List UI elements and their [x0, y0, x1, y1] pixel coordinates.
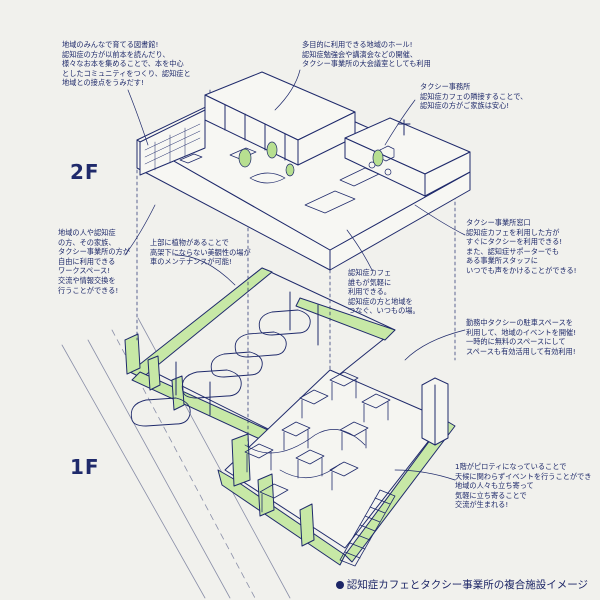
plants [238, 141, 384, 177]
note-library: 地域のみんなで育てる図書館! 認知症の方が以前本を読んだり、 様々なお本を集める… [62, 40, 191, 88]
parked-cars [130, 309, 311, 427]
floor-label-1f: 1F [70, 455, 100, 479]
ground-floor [124, 267, 456, 567]
note-workspace: 地域の人や認知症 の方、その家族、 タクシー事業所の方が 自由に利用できる ワー… [58, 228, 130, 295]
bullet-icon [335, 580, 344, 589]
figure-caption: 認知症カフェとタクシー事業所の複合施設イメージ [335, 577, 588, 592]
note-piloti: 1階がピロティになっていることで 天候に関わらずイベントを行うことができ 地域の… [455, 462, 592, 510]
note-roof: 上部に植物があることで 高架下にならない美観性の場が 車のメンテナンスが可能! [150, 238, 251, 267]
note-cafe: 認知症カフェ 誰もが気軽に 利用できる。 認知症の方と地域を つなぐ、いつもの場… [348, 268, 420, 316]
note-taxi-office: タクシー事務所 認知症カフェの隣接することで、 認知症の方がご家族は安心! [420, 82, 528, 111]
event-stalls [244, 371, 391, 513]
note-hall: 多目的に利用できる地域のホール! 認知症勉強会や講演会などの開催、 タクシー事業… [302, 40, 431, 69]
upper-floor [136, 71, 471, 271]
staircase [339, 489, 396, 567]
leader-lines [124, 69, 466, 481]
caption-text: 認知症カフェとタクシー事業所の複合施設イメージ [346, 579, 588, 591]
note-taxi-window: タクシー事業所窓口 認知症カフェを利用した方が すぐにタクシーを利用できる! ま… [466, 218, 577, 275]
floor-label-2f: 2F [70, 160, 100, 184]
note-parking: 勤務中タクシーの駐車スペースを 利用して、地域のイベントを開催! 一時的に無料の… [466, 318, 577, 356]
